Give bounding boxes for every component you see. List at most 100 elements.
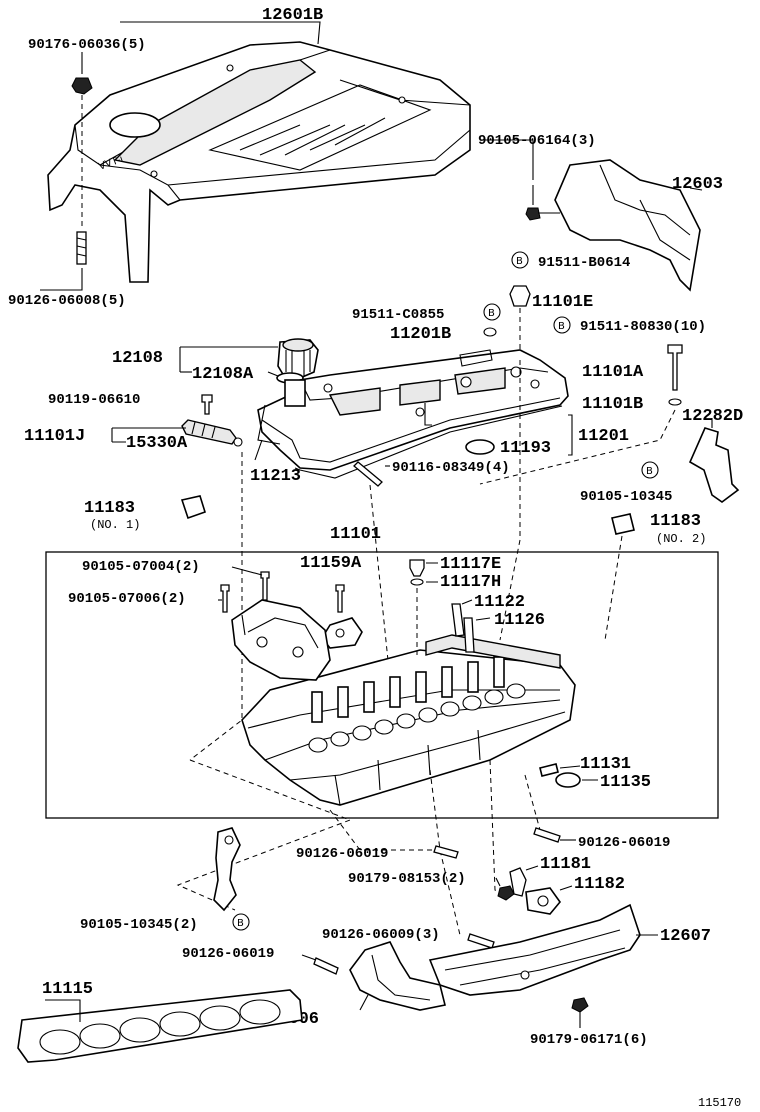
stud-90126-06019-left bbox=[313, 957, 339, 975]
gasket-bore bbox=[159, 1011, 201, 1037]
b-marker-90105-10345-top bbox=[641, 461, 659, 479]
b-marker-91511-80830 bbox=[553, 316, 571, 334]
label-11183-no2-note: (NO. 2) bbox=[656, 532, 706, 546]
label-11126: 11126 bbox=[494, 611, 545, 630]
gasket-bore bbox=[119, 1017, 161, 1043]
label-11201B: 11201B bbox=[390, 325, 451, 344]
label-90105-07004: 90105-07004(2) bbox=[82, 559, 200, 575]
b-marker-91511-C0855 bbox=[483, 303, 501, 321]
label-11183-no2: 11183 bbox=[650, 512, 701, 531]
gasket-bore bbox=[239, 999, 281, 1025]
label-11182: 11182 bbox=[574, 875, 625, 894]
head-pillar bbox=[467, 661, 479, 693]
label-91511-C0855: 91511-C0855 bbox=[352, 307, 444, 323]
seal-11135 bbox=[555, 772, 581, 788]
label-11193: 11193 bbox=[500, 439, 551, 458]
heat-insulator-12607 bbox=[428, 903, 641, 996]
label-12108A: 12108A bbox=[192, 365, 254, 384]
label-11181: 11181 bbox=[540, 855, 591, 874]
label-11117H: 11117H bbox=[440, 573, 501, 592]
plug-11131 bbox=[539, 763, 559, 777]
stud-90126-06009 bbox=[467, 933, 495, 949]
cam-housing bbox=[231, 599, 331, 681]
nut-90176 bbox=[71, 77, 93, 95]
guide-11122 bbox=[451, 603, 465, 637]
label-90126-06009: 90126-06009(3) bbox=[322, 927, 440, 943]
ocv-15330A bbox=[181, 419, 237, 445]
label-11159A: 11159A bbox=[300, 554, 362, 573]
head-pillar bbox=[311, 691, 323, 723]
valve-cover-11201 bbox=[257, 349, 569, 479]
label-12603: 12603 bbox=[672, 175, 723, 194]
label-11122: 11122 bbox=[474, 593, 525, 612]
label-90105-07006: 90105-07006(2) bbox=[68, 591, 186, 607]
label-11101: 11101 bbox=[330, 525, 381, 544]
b-marker-text-4: B bbox=[646, 466, 653, 477]
bolt-90105-07006 bbox=[220, 584, 230, 613]
heat-shield-12603 bbox=[554, 159, 701, 292]
bolt-90105-07004 bbox=[260, 571, 270, 601]
b-marker-text-5: B bbox=[237, 918, 244, 929]
bolt-11159A bbox=[335, 584, 345, 613]
label-11101A: 11101A bbox=[582, 363, 644, 382]
plug-11183-no1 bbox=[180, 495, 206, 520]
head-pillar bbox=[363, 681, 375, 713]
stud-90116-08349 bbox=[353, 461, 383, 487]
label-12108: 12108 bbox=[112, 349, 163, 368]
label-11213: 11213 bbox=[250, 467, 301, 486]
label-12601B: 12601B bbox=[262, 6, 323, 25]
head-port bbox=[418, 707, 438, 723]
head-port bbox=[396, 713, 416, 729]
label-11101J: 11101J bbox=[24, 427, 85, 446]
gasket-bore bbox=[39, 1029, 81, 1055]
cylinder-head-frame bbox=[45, 551, 719, 819]
stud-90126-06019-right bbox=[533, 827, 561, 843]
label-11101E: 11101E bbox=[532, 293, 593, 312]
stud-90126-06019-middle bbox=[433, 845, 459, 859]
label-90119-06610: 90119-06610 bbox=[48, 392, 140, 408]
label-90179-08153: 90179-08153(2) bbox=[348, 871, 466, 887]
label-90116-08349: 90116-08349(4) bbox=[392, 460, 510, 476]
head-port bbox=[440, 701, 460, 717]
label-11117E: 11117E bbox=[440, 555, 501, 574]
head-pillar bbox=[389, 676, 401, 708]
heat-insulator-12606 bbox=[349, 941, 446, 1011]
label-90176-06036: 90176-06036(5) bbox=[28, 37, 146, 53]
label-90126-06019-middle: 90126-06019 bbox=[296, 846, 388, 862]
head-gasket-11115 bbox=[17, 989, 303, 1063]
seal-11117E bbox=[409, 559, 425, 577]
plug-11183-no2 bbox=[611, 513, 635, 535]
label-11115: 11115 bbox=[42, 980, 93, 999]
seal-11201B bbox=[483, 327, 497, 337]
label-12282D: 12282D bbox=[682, 407, 743, 426]
gasket-bore bbox=[199, 1005, 241, 1031]
bolt-11101A bbox=[667, 344, 683, 391]
head-port bbox=[308, 737, 328, 753]
bracket-12282D bbox=[688, 427, 740, 503]
head-pillar bbox=[493, 656, 505, 688]
label-11201: 11201 bbox=[578, 427, 629, 446]
bolt-90119-06610 bbox=[201, 394, 213, 415]
fitting-11101E bbox=[509, 285, 531, 307]
label-15330A: 15330A bbox=[126, 434, 188, 453]
label-90126-06019-left: 90126-06019 bbox=[182, 946, 274, 962]
label-90126-06019-right: 90126-06019 bbox=[578, 835, 670, 851]
gasket-bore bbox=[79, 1023, 121, 1049]
label-91511-80830: 91511-80830(10) bbox=[580, 319, 706, 335]
nut-90179-06171 bbox=[571, 997, 589, 1013]
b-marker-91511-B0614 bbox=[511, 251, 529, 269]
label-11101B: 11101B bbox=[582, 395, 643, 414]
label-11135: 11135 bbox=[600, 773, 651, 792]
cylinder-head bbox=[241, 634, 576, 806]
head-pillar bbox=[337, 686, 349, 718]
head-port bbox=[374, 719, 394, 735]
label-12607: 12607 bbox=[660, 927, 711, 946]
head-port bbox=[484, 689, 504, 705]
b-marker-text-2: B bbox=[488, 308, 495, 319]
label-11131: 11131 bbox=[580, 755, 631, 774]
diagram-id: 115170 bbox=[698, 1096, 741, 1110]
bracket-90105-10345-bottom bbox=[213, 827, 241, 912]
head-port bbox=[352, 725, 372, 741]
label-90105-06164: 90105-06164(3) bbox=[478, 133, 596, 149]
